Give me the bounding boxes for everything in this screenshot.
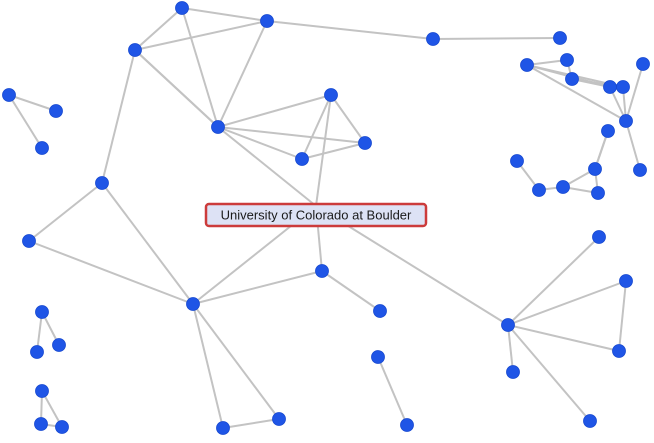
graph-node[interactable]	[272, 412, 286, 426]
graph-edge	[101, 49, 136, 184]
graph-node[interactable]	[619, 274, 633, 288]
graph-node[interactable]	[588, 162, 602, 176]
graph-edge	[181, 7, 268, 22]
graph-edge	[301, 142, 366, 160]
graph-node[interactable]	[35, 305, 49, 319]
graph-edge	[181, 7, 219, 128]
graph-edge	[222, 418, 280, 429]
graph-node[interactable]	[216, 421, 230, 435]
graph-node[interactable]	[175, 1, 189, 15]
highlight-label-box	[204, 202, 428, 228]
graph-edge	[507, 324, 620, 352]
graph-edge	[526, 64, 627, 122]
graph-edge	[28, 182, 103, 242]
graph-node[interactable]	[633, 163, 647, 177]
graph-edge	[377, 356, 408, 426]
graph-node[interactable]	[324, 88, 338, 102]
graph-edge	[134, 49, 219, 128]
graph-edge	[217, 126, 317, 207]
graph-node[interactable]	[532, 183, 546, 197]
graph-edge	[134, 20, 268, 51]
graph-node[interactable]	[315, 264, 329, 278]
graph-node[interactable]	[295, 152, 309, 166]
graph-node[interactable]	[30, 345, 44, 359]
graph-edge	[507, 324, 514, 373]
graph-edge	[217, 20, 268, 128]
graph-edge	[101, 182, 194, 305]
graph-edge	[618, 280, 627, 352]
graph-node[interactable]	[426, 32, 440, 46]
graph-node[interactable]	[556, 180, 570, 194]
graph-edge	[315, 94, 332, 207]
graph-node[interactable]	[501, 318, 515, 332]
graph-node[interactable]	[510, 154, 524, 168]
graph-node[interactable]	[211, 120, 225, 134]
graph-node[interactable]	[260, 14, 274, 28]
graph-node[interactable]	[506, 365, 520, 379]
graph-node[interactable]	[358, 136, 372, 150]
graph-node[interactable]	[400, 418, 414, 432]
graph-node[interactable]	[34, 417, 48, 431]
graph-edge	[134, 7, 183, 51]
graph-node[interactable]	[592, 230, 606, 244]
graph-edge	[8, 94, 43, 149]
graph-node[interactable]	[95, 176, 109, 190]
graph-edge	[8, 94, 57, 112]
graph-node[interactable]	[560, 53, 574, 67]
graph-node[interactable]	[22, 234, 36, 248]
graph-node[interactable]	[553, 31, 567, 45]
graph-edge	[432, 37, 561, 40]
highlight-label-text: University of Colorado at Boulder	[221, 208, 412, 223]
graph-node[interactable]	[616, 80, 630, 94]
graph-edge	[625, 120, 641, 171]
graph-edge	[217, 126, 303, 160]
graph-edge	[507, 236, 600, 326]
graph-edge	[192, 303, 280, 420]
graph-node[interactable]	[52, 338, 66, 352]
graph-node[interactable]	[373, 304, 387, 318]
graph-node[interactable]	[612, 344, 626, 358]
graph-edge	[192, 270, 323, 305]
graph-edge	[217, 126, 366, 144]
graph-node[interactable]	[35, 384, 49, 398]
graph-node[interactable]	[520, 58, 534, 72]
graph-node[interactable]	[565, 72, 579, 86]
graph-node[interactable]	[583, 414, 597, 428]
graph-edge	[507, 280, 627, 326]
graph-node[interactable]	[35, 141, 49, 155]
graph-edge	[321, 270, 381, 312]
graph-edge	[28, 240, 194, 305]
graph-edge	[507, 324, 591, 422]
graph-nodes	[2, 1, 650, 435]
graph-node[interactable]	[371, 350, 385, 364]
graph-node[interactable]	[55, 420, 69, 434]
graph-edge	[266, 20, 434, 40]
graph-node[interactable]	[2, 88, 16, 102]
graph-edge	[301, 94, 332, 160]
graph-node[interactable]	[49, 104, 63, 118]
graph-node[interactable]	[128, 43, 142, 57]
graph-node[interactable]	[636, 57, 650, 71]
graph-edge	[625, 63, 644, 122]
graph-edge	[330, 94, 366, 144]
highlighted-node-label[interactable]: University of Colorado at Boulder	[204, 202, 428, 228]
graph-node[interactable]	[619, 114, 633, 128]
graph-node[interactable]	[603, 80, 617, 94]
graph-edge	[217, 94, 332, 128]
graph-node[interactable]	[186, 297, 200, 311]
graph-edges	[8, 7, 644, 429]
graph-edge	[192, 303, 224, 429]
graph-node[interactable]	[591, 186, 605, 200]
graph-node[interactable]	[601, 124, 615, 138]
